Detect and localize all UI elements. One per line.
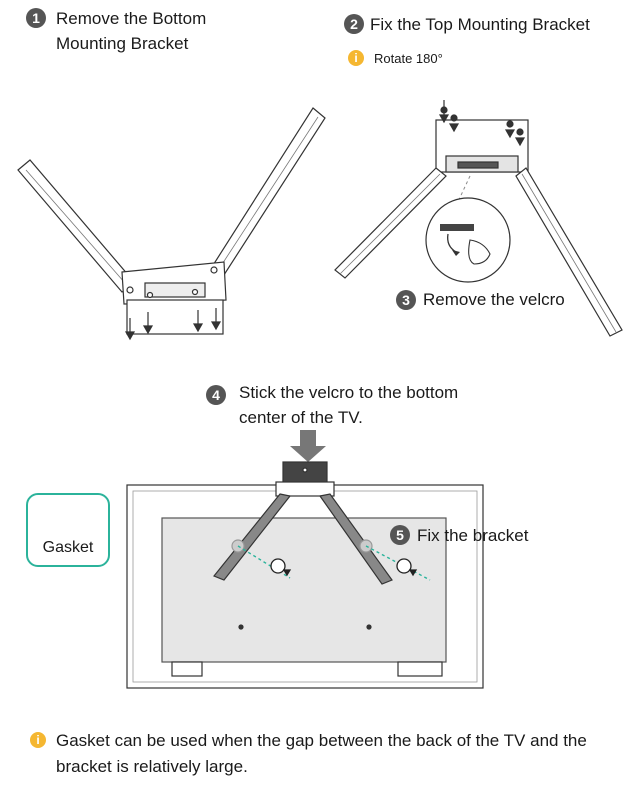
- gasket-label: Gasket: [42, 539, 94, 556]
- step-5-number: 5: [390, 525, 410, 545]
- velcro-detail-circle: [425, 197, 511, 283]
- step-1-title-line1: Remove the Bottom: [56, 9, 207, 28]
- step-2-title: Fix the Top Mounting Bracket: [370, 15, 590, 34]
- step-3-title: Remove the velcro: [423, 290, 565, 309]
- tv-back-illustration: [126, 461, 484, 689]
- tv-top-bracket: [282, 461, 328, 485]
- step-2-number: 2: [344, 14, 364, 34]
- down-arrow-graphic: [290, 430, 326, 462]
- tv-foot-left: [171, 661, 203, 677]
- tv-right-arm: [318, 493, 393, 585]
- top-screws: [438, 100, 526, 147]
- step-3-number: 3: [396, 290, 416, 310]
- step-1-number: 1: [26, 8, 46, 28]
- left-arm: [17, 159, 136, 293]
- rotate-note: Rotate 180°: [374, 51, 443, 66]
- info-icon: i: [348, 50, 364, 66]
- tv-foot-right: [397, 661, 443, 677]
- velcro-detail: [425, 175, 511, 283]
- info-icon-bottom: i: [30, 732, 46, 748]
- bracket-lower-plate: [126, 299, 224, 335]
- top-bracket-illustration: [334, 100, 623, 337]
- screw-arrows: [124, 308, 222, 341]
- step-4-title-line2: center of the TV.: [239, 408, 363, 427]
- rotate-screw-icon-right: [396, 558, 418, 577]
- right-arm: [209, 107, 326, 279]
- gasket-callout: Gasket: [26, 493, 110, 567]
- bottom-note: Gasket can be used when the gap between …: [56, 731, 587, 776]
- step-1-title-line2: Mounting Bracket: [56, 34, 189, 53]
- rotate-screw-icon-left: [270, 558, 292, 577]
- bottom-bracket-illustration: [17, 107, 326, 341]
- step-4-title-line1: Stick the velcro to the bottom: [239, 383, 459, 402]
- step-4-number: 4: [206, 385, 226, 405]
- step-5-title: Fix the bracket: [417, 526, 529, 545]
- top-right-arm: [515, 167, 623, 337]
